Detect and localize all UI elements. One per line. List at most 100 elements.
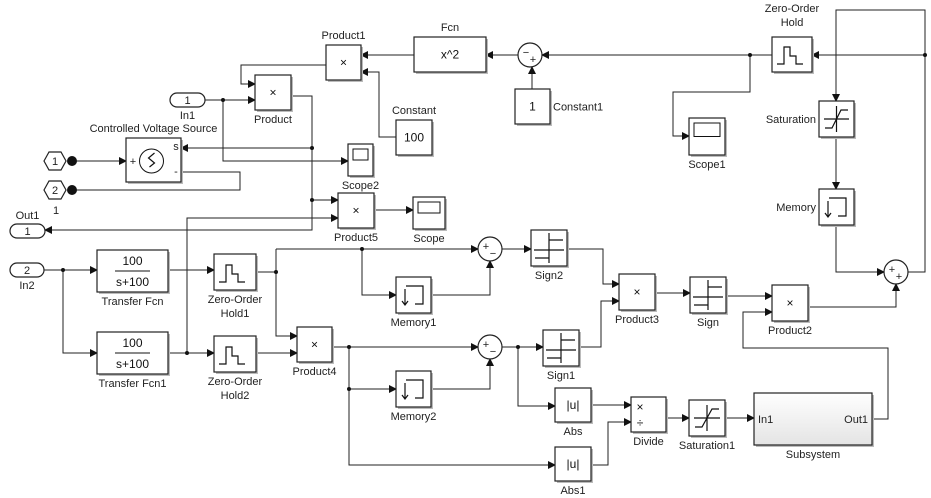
scope2-block[interactable]: Scope2 <box>342 143 379 192</box>
sign-icon <box>693 280 723 310</box>
memory-label: Memory <box>776 202 816 214</box>
signal-line <box>348 347 397 393</box>
signal-lines <box>44 9 927 469</box>
conn1-number: 1 <box>52 156 58 168</box>
sum-sign: − <box>523 47 529 59</box>
zoh1-label: Zero-Order <box>208 294 263 306</box>
scope1-block[interactable]: Scope1 <box>688 117 727 171</box>
constant-label: Constant <box>392 105 436 117</box>
conn2-label: 1 <box>53 205 59 217</box>
sum3-block[interactable]: +− <box>477 334 503 360</box>
constant-block[interactable]: 100 Constant <box>392 105 436 157</box>
sign-label: Sign <box>697 317 719 329</box>
zoh2-label: Hold2 <box>221 390 250 402</box>
in2-number: 2 <box>24 265 30 277</box>
divide-block[interactable]: ×÷Divide <box>630 396 668 448</box>
product-label: Product <box>254 114 292 126</box>
signal-line <box>742 308 889 420</box>
multiply-icon: × <box>633 285 640 299</box>
branch-point <box>61 268 65 272</box>
multiply-icon: × <box>786 296 793 310</box>
signal-line <box>591 418 632 466</box>
memory1-label: Memory1 <box>391 317 437 329</box>
block-value: 100 <box>404 131 424 145</box>
sum-sign: − <box>490 248 496 260</box>
scope-block[interactable]: Scope <box>412 196 447 245</box>
signal-line <box>222 100 349 165</box>
sum-top-block[interactable]: −+ <box>517 42 543 68</box>
branch-point <box>748 53 752 57</box>
signal-line <box>431 260 494 296</box>
abs-block[interactable]: |u| Abs <box>554 387 593 438</box>
tf1-label: Transfer Fcn1 <box>98 378 166 390</box>
sign-block[interactable]: Sign <box>689 276 728 329</box>
product1-block[interactable]: ×Product1 <box>321 30 366 82</box>
abs1-block[interactable]: |u|Abs1 <box>554 446 593 497</box>
tf-denominator: s+100 <box>116 357 149 371</box>
sum-right-block[interactable]: ++ <box>883 259 909 285</box>
block-value: x^2 <box>441 48 460 62</box>
sign1-label: Sign1 <box>547 370 575 382</box>
memory2-block[interactable]: Memory2 <box>391 370 437 423</box>
in2-label: In2 <box>19 280 34 292</box>
product4-block[interactable]: ×Product4 <box>292 326 337 378</box>
product2-label: Product2 <box>768 325 812 337</box>
product3-block[interactable]: ×Product3 <box>615 273 659 326</box>
signal-line <box>808 283 900 308</box>
fcn-block[interactable]: x^2 Fcn <box>413 22 488 74</box>
branch-point <box>67 185 77 195</box>
subsystem-out-port: Out1 <box>844 414 868 426</box>
branch-point <box>347 345 351 349</box>
out1-number: 1 <box>24 226 30 238</box>
memory-block[interactable]: Memory <box>776 188 856 227</box>
conn1-connection-port[interactable]: 1 <box>43 151 67 171</box>
multiply-icon: × <box>352 204 359 218</box>
in1-number: 1 <box>184 95 190 107</box>
product5-label: Product5 <box>334 232 378 244</box>
sum2-block[interactable]: +− <box>477 236 503 262</box>
scope-label: Scope <box>413 233 444 245</box>
saturation-block[interactable]: Saturation <box>766 100 856 139</box>
conn2-connection-port[interactable]: 2 <box>43 180 67 200</box>
product5-block[interactable]: × Product5 <box>334 192 378 244</box>
signal-line <box>186 214 339 353</box>
sum-sign: − <box>490 346 496 358</box>
signal-line <box>72 171 241 191</box>
zoh1-label: Hold1 <box>221 308 250 320</box>
branch-point <box>67 156 77 166</box>
sum-sign: + <box>889 264 895 276</box>
block-value: 1 <box>529 100 536 114</box>
branch-point <box>347 387 351 391</box>
multiply-icon: × <box>269 86 276 100</box>
cvs-block[interactable]: +s-Controlled Voltage Source <box>90 123 218 184</box>
sign2-block[interactable]: Sign2 <box>530 229 569 282</box>
block-value: |u| <box>567 398 580 412</box>
zoh-label: Hold <box>781 17 804 29</box>
signal-line <box>360 68 396 138</box>
conn2-number: 2 <box>52 185 58 197</box>
saturation1-block[interactable]: Saturation1 <box>679 399 735 452</box>
fcn-label: Fcn <box>441 22 459 34</box>
abs-label: Abs <box>564 426 583 438</box>
product2-block[interactable]: × Product2 <box>768 284 812 337</box>
scope2-label: Scope2 <box>342 180 379 192</box>
sign2-label: Sign2 <box>535 270 563 282</box>
memory2-label: Memory2 <box>391 411 437 423</box>
signal-line <box>348 389 556 469</box>
memory1-block[interactable]: Memory1 <box>391 276 437 329</box>
signal-line <box>567 248 620 288</box>
sign1-block[interactable]: Sign1 <box>542 329 581 382</box>
product-block[interactable]: × Product <box>254 74 293 126</box>
branch-point <box>360 247 364 251</box>
